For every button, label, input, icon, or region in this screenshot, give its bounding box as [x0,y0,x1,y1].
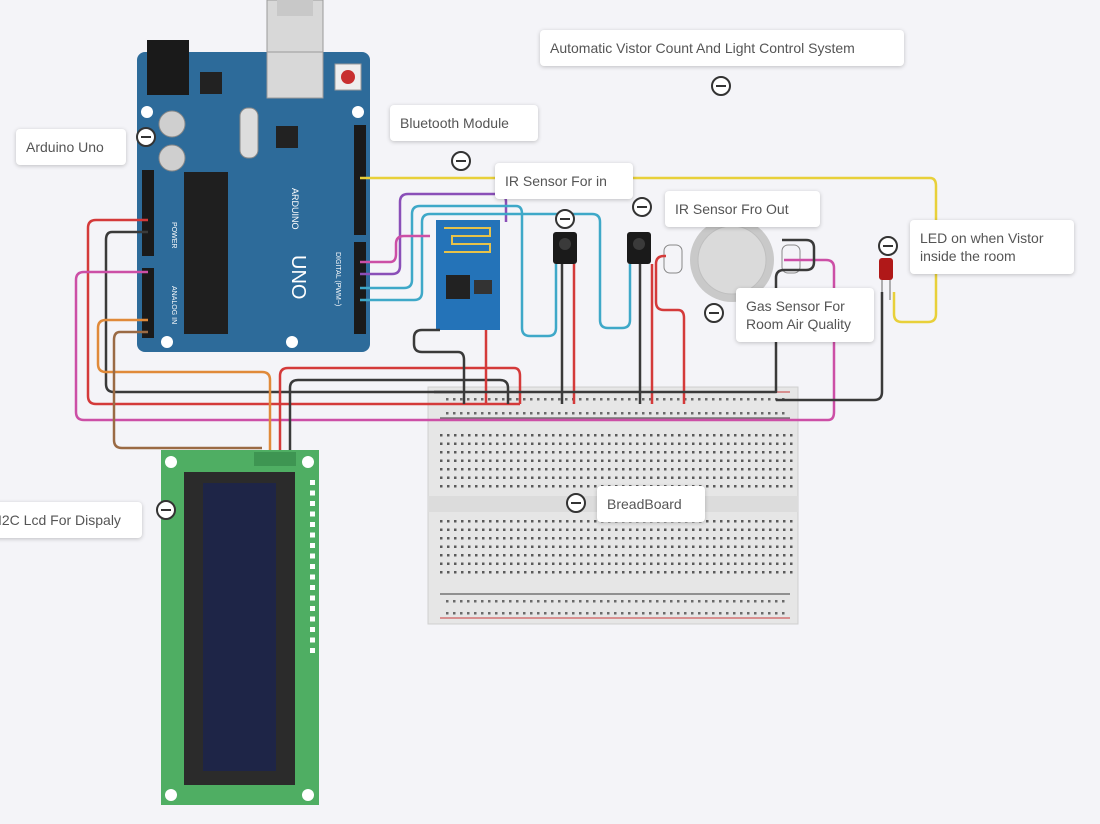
bluetooth-label-text: Bluetooth Module [400,115,509,131]
wire-orange-a [96,318,272,450]
collapse-pin-bluetooth[interactable] [451,151,471,171]
note-ir-sensor-out: IR Sensor Fro Out [665,191,820,227]
note-i2c-lcd: I2C Lcd For Dispaly [0,502,142,538]
power-jack [147,40,189,95]
gas-sensor[interactable] [663,218,801,302]
atmega-chip [184,172,228,334]
wire-red-lcd [278,366,522,450]
system-title-text: Automatic Vistor Count And Light Control… [550,40,855,56]
analog-header [142,268,154,338]
wires [74,176,938,450]
note-arduino-uno: Arduino Uno [16,129,126,165]
wire-cyan-d2 [360,212,632,330]
ir-in-label-text: IR Sensor For in [505,173,607,189]
collapse-pin-arduino[interactable] [136,127,156,147]
collapse-pin-ir-out[interactable] [632,197,652,217]
gas-label-line1: Gas Sensor For [746,298,845,314]
wire-magenta-a [74,258,836,422]
collapse-pin-ir-in[interactable] [555,209,575,229]
wire-brown-a [112,330,262,450]
collapse-pin-gas[interactable] [704,303,724,323]
brand-text: ARDUINO [290,188,300,230]
model-text: UNO [287,255,309,299]
note-bluetooth-module: Bluetooth Module [390,105,538,141]
analog-label: ANALOG IN [170,286,177,324]
bluetooth-module[interactable] [436,220,500,330]
note-breadboard: BreadBoard [597,486,705,522]
gas-label-line2: Room Air Quality [746,316,852,332]
lcd-screen [203,483,276,771]
ir-sensor-in[interactable] [553,232,577,264]
wire-black-bt [412,328,466,404]
digital-header-top [354,125,366,235]
arduino-uno-board[interactable]: ARDUINO UNO DIGITAL (PWM~) POWER ANALOG … [137,40,370,352]
wire-black-lcd [288,378,510,450]
wire-black-gas [434,238,816,394]
power-header [142,170,154,256]
wire-cyan-d1 [360,204,558,338]
breadboard-holes [440,398,793,615]
collapse-pin-led[interactable] [878,236,898,256]
collapse-pin-title[interactable] [711,76,731,96]
i2c-lcd-module[interactable] [161,450,319,805]
collapse-pin-breadboard[interactable] [566,493,586,513]
wire-black-gnd [104,230,462,394]
ir-out-label-text: IR Sensor Fro Out [675,201,789,217]
led-label-line2: inside the room [920,248,1016,264]
digital-label: DIGITAL (PWM~) [334,252,341,306]
led-label-line1: LED on when Vistor [920,230,1044,246]
wire-red-5v [86,218,520,406]
lcd-label-text: I2C Lcd For Dispaly [0,512,121,528]
wire-magenta-d [360,234,430,264]
wire-black-led [776,292,884,402]
power-label: POWER [170,222,177,248]
arduino-label-text: Arduino Uno [26,139,104,155]
note-led: LED on when Vistor inside the room [910,220,1074,274]
wire-yellow [360,176,938,324]
note-system-title: Automatic Vistor Count And Light Control… [540,30,904,66]
note-ir-sensor-in: IR Sensor For in [495,163,633,199]
collapse-pin-lcd[interactable] [156,500,176,520]
led[interactable] [879,258,893,300]
breadboard-label-text: BreadBoard [607,496,682,512]
ir-sensor-out[interactable] [627,232,651,264]
wire-red-gas [654,254,686,404]
lcd-side-pins [310,480,315,653]
